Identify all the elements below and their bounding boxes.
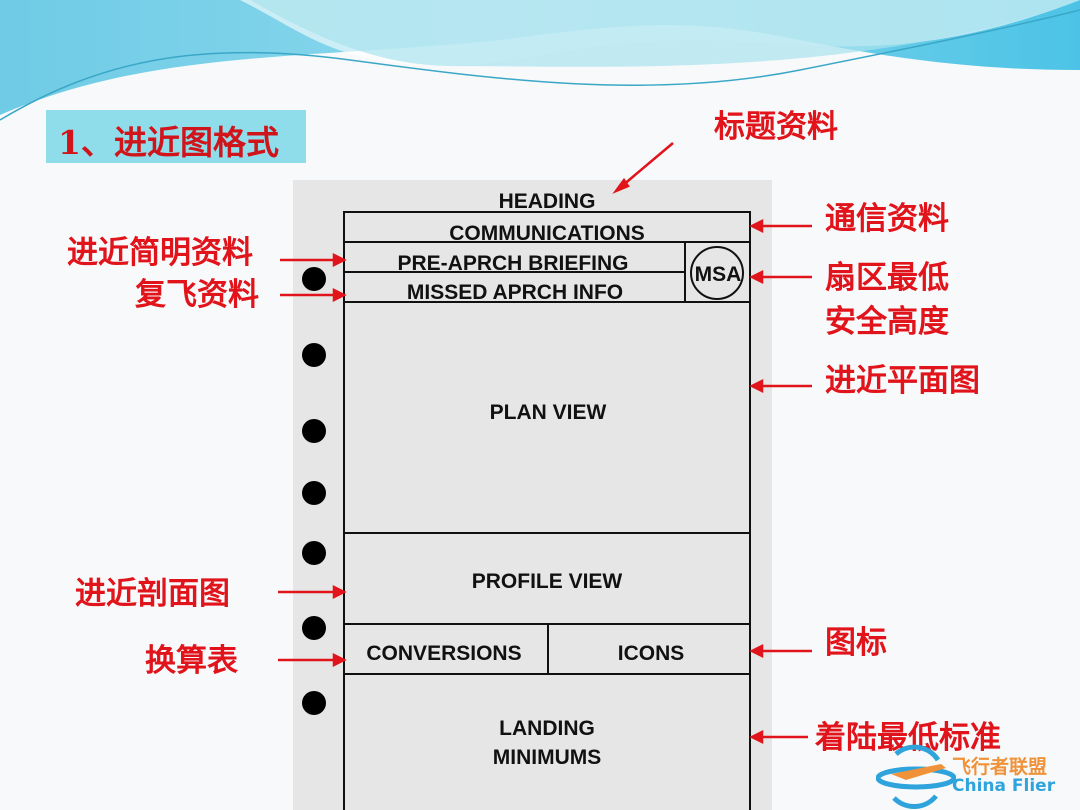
annotation-heading: 标题资料: [714, 109, 838, 145]
section-heading: HEADING: [499, 190, 596, 213]
slide-title-box: [46, 110, 306, 163]
section-pre-approach-briefing: PRE-APRCH BRIEFING: [397, 252, 628, 275]
section-msa: MSA: [695, 263, 742, 286]
section-landing-minimums: MINIMUMS: [493, 746, 602, 769]
slide-title: 1、进近图格式: [58, 123, 279, 162]
annotation-communications: 通信资料: [825, 201, 949, 237]
section-plan-view: PLAN VIEW: [490, 401, 607, 424]
binder-hole: [302, 343, 326, 367]
arrow: [621, 142, 674, 187]
binder-hole: [302, 616, 326, 640]
binder-hole: [302, 267, 326, 291]
binder-hole: [302, 481, 326, 505]
annotation-profile-view: 进近剖面图: [75, 576, 230, 612]
annotation-briefing: 进近简明资料: [67, 235, 253, 271]
annotation-conversions: 换算表: [145, 643, 238, 679]
chart-frame: [343, 211, 751, 810]
section-communications: COMMUNICATIONS: [449, 222, 645, 245]
binder-hole: [302, 541, 326, 565]
section-profile-view: PROFILE VIEW: [472, 570, 623, 593]
annotation-msa: 安全高度: [825, 304, 949, 340]
binder-hole: [302, 691, 326, 715]
binder-hole: [302, 419, 326, 443]
section-landing-minimums: LANDING: [499, 717, 595, 740]
section-icons: ICONS: [618, 642, 685, 665]
msa-circle: [690, 246, 744, 300]
annotation-plan-view: 进近平面图: [825, 363, 980, 399]
annotation-icons: 图标: [825, 625, 887, 661]
annotation-missed-approach: 复飞资料: [135, 277, 259, 313]
section-conversions: CONVERSIONS: [366, 642, 521, 665]
chart-panel: [293, 180, 772, 810]
watermark-text: China Flier: [952, 776, 1056, 796]
watermark-logo: [876, 744, 956, 810]
section-missed-approach-info: MISSED APRCH INFO: [407, 281, 623, 304]
annotation-msa: 扇区最低: [825, 260, 949, 296]
watermark-text: 飞行者联盟: [952, 756, 1048, 778]
